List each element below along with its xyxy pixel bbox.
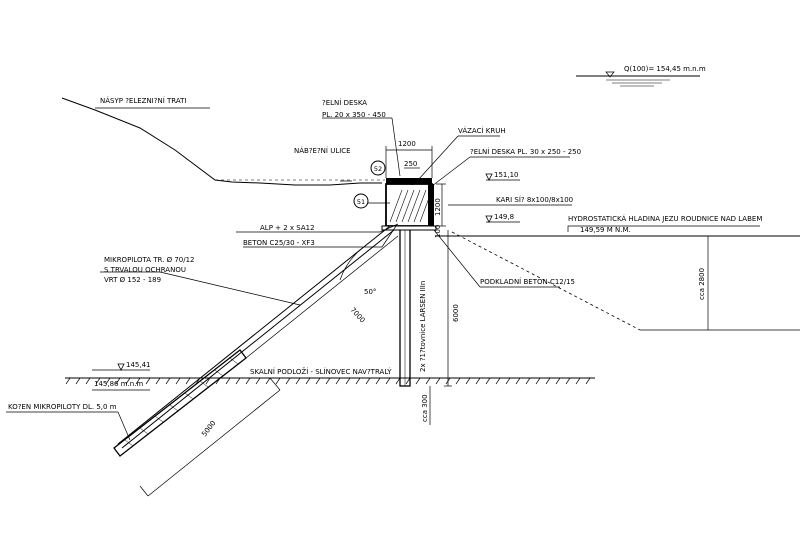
bedrock-hatch-tick	[235, 377, 241, 385]
bedrock-hatch-tick	[405, 377, 411, 385]
bedrock-hatch-tick	[505, 377, 511, 385]
bedrock-hatch-tick	[245, 377, 251, 385]
water-levels	[435, 71, 800, 331]
micropile	[113, 225, 395, 457]
bedrock-hatch-tick	[95, 377, 101, 385]
bedrock-hatch-tick	[375, 377, 381, 385]
label-tie-ring: VÁZACÍ KRUH	[458, 126, 506, 135]
elev-151-10: 151,10	[494, 171, 519, 179]
label-micropile-3: VRT Ø 152 - 189	[104, 276, 161, 284]
bedrock-hatch-tick	[475, 377, 481, 385]
label-concrete: BETON C25/30 - XF3	[243, 239, 315, 247]
front-slab-right	[428, 184, 434, 226]
leader-lines	[6, 107, 760, 441]
dim-6000: 6000	[452, 304, 460, 322]
label-flood-level: Q(100)= 154,45 m.n.m	[624, 65, 706, 73]
elev-149-8: 149,8	[494, 213, 514, 221]
label-root: KO?EN MIKROPILOTY DL. 5,0 m	[8, 403, 117, 411]
bedrock-hatch-tick	[435, 377, 441, 385]
dim-angle: 50°	[364, 288, 376, 296]
marker-51: 51	[357, 198, 365, 206]
label-hydro-2: 149,59 M N.M.	[580, 226, 631, 234]
bedrock-hatch-tick	[365, 377, 371, 385]
bedrock-hatch-tick	[325, 377, 331, 385]
bedrock-hatch-tick	[495, 377, 501, 385]
bedrock-hatch-tick	[465, 377, 471, 385]
dim-cca-2800: cca 2800	[698, 268, 706, 300]
label-embankment: NÁSYP ?ELEZNI?NÍ TRATI	[100, 96, 186, 105]
markers	[353, 160, 386, 209]
dim-5000: 5000	[200, 419, 217, 438]
bedrock-hatch-tick	[145, 377, 151, 385]
bedrock-hatch-tick	[355, 377, 361, 385]
label-alp: ALP + 2 x SA12	[260, 224, 315, 232]
marker-52: 52	[374, 165, 382, 173]
label-front-slab-top-dims: PL. 20 x 350 - 450	[322, 111, 386, 119]
front-slab-top	[386, 178, 432, 184]
bedrock-hatch-tick	[185, 377, 191, 385]
bedrock-hatch-tick	[105, 377, 111, 385]
bedrock-hatch-tick	[75, 377, 81, 385]
bedrock-hatch-tick	[345, 377, 351, 385]
bedrock-hatch-tick	[315, 377, 321, 385]
bedrock-hatch-tick	[125, 377, 131, 385]
label-front-slab-right: ?ELNÍ DESKA PL. 30 x 250 - 250	[470, 147, 581, 156]
bedrock-hatch-tick	[515, 377, 521, 385]
label-hydro-1: HYDROSTATICKÁ HLADINA JEZU ROUDNICE NAD …	[568, 214, 762, 223]
bedrock-hatch-tick	[165, 377, 171, 385]
bedrock-hatch-tick	[285, 377, 291, 385]
bedrock-hatch-tick	[585, 377, 591, 385]
label-micropile-2: S TRVALOU OCHRANOU	[104, 266, 186, 274]
bedrock-hatch-tick	[535, 377, 541, 385]
bedrock-line	[65, 377, 595, 385]
bedrock-hatch-tick	[305, 377, 311, 385]
dim-100: 100	[434, 225, 442, 238]
bedrock-hatch-tick	[225, 377, 231, 385]
bedrock-hatch-tick	[295, 377, 301, 385]
bedrock-hatch-tick	[115, 377, 121, 385]
bedrock-hatch-tick	[545, 377, 551, 385]
label-street: NÁB?E?NÍ ULICE	[294, 146, 351, 155]
elevation-triangles	[117, 173, 493, 371]
bedrock-hatch-tick	[385, 377, 391, 385]
bedrock-hatch-tick	[205, 377, 211, 385]
concrete-cap	[381, 178, 437, 231]
elev-145-41: 145,41	[126, 361, 151, 369]
dim-cca-300: cca 300	[421, 394, 429, 422]
bedrock-hatch-tick	[275, 377, 281, 385]
bedrock-hatch-tick	[525, 377, 531, 385]
bedrock-hatch-tick	[175, 377, 181, 385]
bedrock-hatch-tick	[265, 377, 271, 385]
dimension-lines	[139, 146, 709, 497]
dim-1200-top: 1200	[398, 140, 416, 148]
bedrock-hatch-tick	[65, 377, 71, 385]
bedrock-hatch-tick	[135, 377, 141, 385]
bedrock-hatch-tick	[455, 377, 461, 385]
elev-145-86: 145,86 m.n.m	[94, 380, 143, 388]
embankment-slope	[61, 97, 385, 186]
bedrock-hatch-tick	[415, 377, 421, 385]
dim-7000: 7000	[349, 306, 367, 325]
bedrock-hatch-tick	[155, 377, 161, 385]
bedrock-hatch-tick	[425, 377, 431, 385]
bedrock-hatch-tick	[335, 377, 341, 385]
sheet-pile	[399, 227, 411, 387]
label-micropile-1: MIKROPILOTA TR. Ø 70/12	[104, 256, 195, 264]
bedrock-hatch-tick	[85, 377, 91, 385]
label-sheet-pile: 2x ?1?tovnice LARSEN IIIn	[419, 281, 427, 372]
label-mesh: KARI SÍ? 8x100/8x100	[496, 195, 573, 204]
dim-1200-vertical: 1200	[434, 198, 442, 216]
bedrock-hatch-tick	[555, 377, 561, 385]
label-base-concrete: PODKLADNÍ BETON C12/15	[480, 277, 575, 286]
bedrock-hatch-tick	[485, 377, 491, 385]
dim-250: 250	[404, 160, 417, 168]
bedrock-hatch-tick	[255, 377, 261, 385]
bedrock-hatch-tick	[395, 377, 401, 385]
label-bedrock: SKALNÍ PODLOŽÍ - SLÍNOVEC NAV?TRALÝ	[250, 367, 392, 376]
label-front-slab-top: ?ELNÍ DESKA	[322, 98, 367, 107]
bedrock-hatch-tick	[575, 377, 581, 385]
bedrock-hatch-tick	[565, 377, 571, 385]
